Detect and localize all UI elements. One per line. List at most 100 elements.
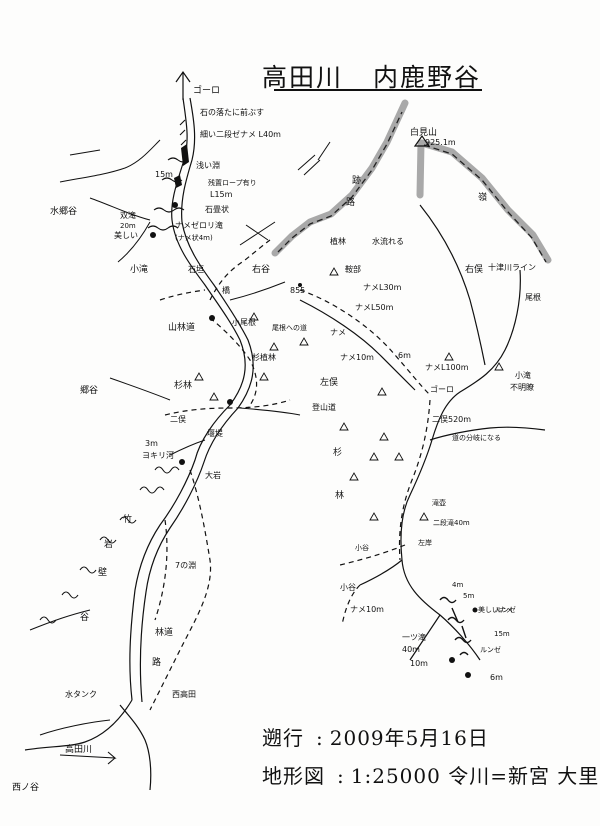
label-road-label: 路 bbox=[346, 196, 355, 208]
map-title: 高田川 内鹿野谷 bbox=[262, 58, 481, 94]
label-concrete-weir: 堰堤 bbox=[207, 428, 223, 438]
title-valley: 内鹿野谷 bbox=[372, 63, 481, 92]
ridge-trail bbox=[277, 111, 547, 263]
river-right bbox=[299, 204, 546, 661]
label-ridge-road: 十津川ライン bbox=[488, 262, 536, 272]
road-bottom bbox=[39, 719, 117, 765]
label-fall-6m-bottom: 6m bbox=[490, 673, 503, 682]
label-slabs: ナメ bbox=[330, 328, 346, 337]
label-cedar-tree: 杉林 bbox=[174, 379, 192, 391]
label-forest-road: 山林道 bbox=[168, 321, 195, 333]
label-left-fork: 左俣 bbox=[320, 376, 338, 388]
label-fixed-rope: 残置ロープ有り bbox=[208, 178, 257, 187]
footer-map: 地形図:1:25000 令川=新宮 大里 bbox=[262, 764, 600, 788]
cross-lines bbox=[239, 141, 331, 246]
label-lunge2: ルンゼ bbox=[480, 645, 501, 654]
label-scaffolding: ヨキリ河 bbox=[142, 450, 174, 460]
label-lunge: ルンゼ bbox=[495, 605, 516, 614]
tributaries bbox=[29, 139, 301, 631]
label-waterfall-pool: 滝壺 bbox=[432, 498, 446, 507]
label-three-meters: 3m bbox=[145, 439, 158, 448]
trail-right bbox=[299, 289, 431, 626]
label-fall-5m: 5m bbox=[463, 592, 474, 600]
label-gorge-kanji: 竹 bbox=[123, 513, 132, 525]
label-go-valley: 郷谷 bbox=[80, 385, 98, 396]
label-stone-wall: 石垣 bbox=[188, 264, 204, 274]
label-left-bank: 左岸 bbox=[418, 538, 432, 547]
label-nishi-takata: 西高田 bbox=[172, 689, 196, 699]
label-gorge-left: 小谷 bbox=[340, 583, 356, 592]
label-narrow-slide: ナメゼロリ滝 bbox=[175, 220, 223, 230]
north-arrow bbox=[175, 70, 191, 100]
label-water-tank: 水タンク bbox=[65, 689, 97, 699]
label-two-step-falls: 二段滝40m bbox=[433, 518, 470, 527]
label-twin-falls: 双滝 bbox=[120, 210, 136, 220]
label-valley-kanji: 谷 bbox=[80, 612, 89, 623]
label-return-path: 道の分岐になる bbox=[452, 433, 501, 442]
title-underline bbox=[274, 89, 482, 91]
label-fall-6m: 6m bbox=[398, 351, 411, 360]
label-fall-40m: 40m bbox=[402, 645, 420, 654]
map-labels: ゴーロ 石の落たに前ぶす 細い二段ゼナメ L40m 15m 浅い淵 残置ロープ有… bbox=[12, 84, 541, 793]
label-hiking: 登山道 bbox=[312, 402, 336, 412]
label-shallow-pool: 浅い淵 bbox=[196, 160, 220, 170]
ridge-highlight bbox=[271, 99, 552, 264]
label-forest-label: 林 bbox=[335, 489, 344, 501]
label-fall-15m-right: 15m bbox=[494, 630, 510, 638]
spot-height-dot bbox=[298, 283, 302, 287]
label-road-side: 路 bbox=[152, 656, 161, 668]
trail-left bbox=[149, 239, 291, 711]
label-narrow-falls: 細い二段ゼナメ L40m bbox=[200, 129, 281, 139]
forest-symbols bbox=[194, 267, 504, 521]
label-bridge: 橋 bbox=[222, 285, 230, 295]
label-rock-fall: 石の落たに前ぶす bbox=[200, 107, 264, 117]
label-small-ridge: 小尾根 bbox=[232, 317, 256, 327]
label-cedar-forest2: 植林 bbox=[330, 236, 346, 246]
waterfall-marks bbox=[150, 144, 233, 465]
label-cliff-chars: 岩 bbox=[104, 538, 113, 550]
label-falls-15m: 15m bbox=[155, 170, 173, 179]
label-peak-elevation: 925.1m bbox=[425, 138, 456, 147]
label-water-falls: 水流れる bbox=[372, 236, 404, 246]
label-fall-4m: 4m bbox=[452, 581, 463, 589]
label-small-valley2: 小谷 bbox=[355, 543, 369, 552]
label-sakai-ridge: 尾根 bbox=[525, 292, 541, 302]
label-beautiful-slabs: 美しいナメ bbox=[478, 605, 513, 614]
title-river: 高田川 bbox=[262, 63, 344, 92]
label-mizuho-valley: 水郷谷 bbox=[50, 205, 77, 217]
label-forest-path: 林道 bbox=[155, 626, 173, 638]
label-elev-855: 855 bbox=[290, 286, 305, 295]
label-fall-10m: 10m bbox=[410, 659, 428, 668]
label-seventh: 7の淵 bbox=[175, 560, 196, 570]
label-goal-mid: ゴーロ bbox=[430, 384, 454, 394]
label-twin-falls-height: 20m bbox=[120, 222, 136, 230]
label-cedar-left: 杉 bbox=[333, 446, 342, 458]
label-goal-top: ゴーロ bbox=[193, 84, 220, 96]
gorge-hatching bbox=[39, 119, 189, 624]
label-ato: 跡 bbox=[352, 174, 361, 186]
label-peak-name: 白見山 bbox=[410, 126, 437, 138]
label-to-ridge: 尾根への道 bbox=[272, 323, 307, 332]
label-left-valley: 右谷 bbox=[252, 263, 270, 275]
label-slab-10b: ナメ10m bbox=[350, 605, 384, 614]
label-big-rock: 大岩 bbox=[205, 470, 221, 480]
label-cedar-forest: 杉植林 bbox=[252, 352, 276, 362]
label-falls-group: 一ツ滝 bbox=[402, 632, 426, 642]
falls-dots bbox=[449, 607, 478, 678]
label-beautiful: 美しい bbox=[114, 230, 138, 240]
label-nishi-valley: 西ノ谷 bbox=[12, 782, 39, 793]
label-ridge-label: 嶺 bbox=[478, 192, 487, 203]
label-slab-30: ナメL30m bbox=[363, 283, 402, 292]
label-small-tori: 小滝 bbox=[515, 370, 531, 380]
label-cliff-chars2: 壁 bbox=[98, 566, 107, 578]
label-stone-falls: 石畳状 bbox=[205, 204, 229, 214]
river-channel bbox=[24, 97, 254, 791]
footer-date: 遡行:2009年5月16日 bbox=[262, 726, 489, 750]
label-takata-river: 高田川 bbox=[65, 743, 92, 755]
label-col: 鞍部 bbox=[345, 264, 361, 274]
label-slab-15: L15m bbox=[210, 190, 233, 199]
footer-map-ref: 1:25000 令川=新宮 大里 bbox=[350, 764, 600, 788]
label-no-fall: 不明瞭 bbox=[510, 382, 534, 392]
